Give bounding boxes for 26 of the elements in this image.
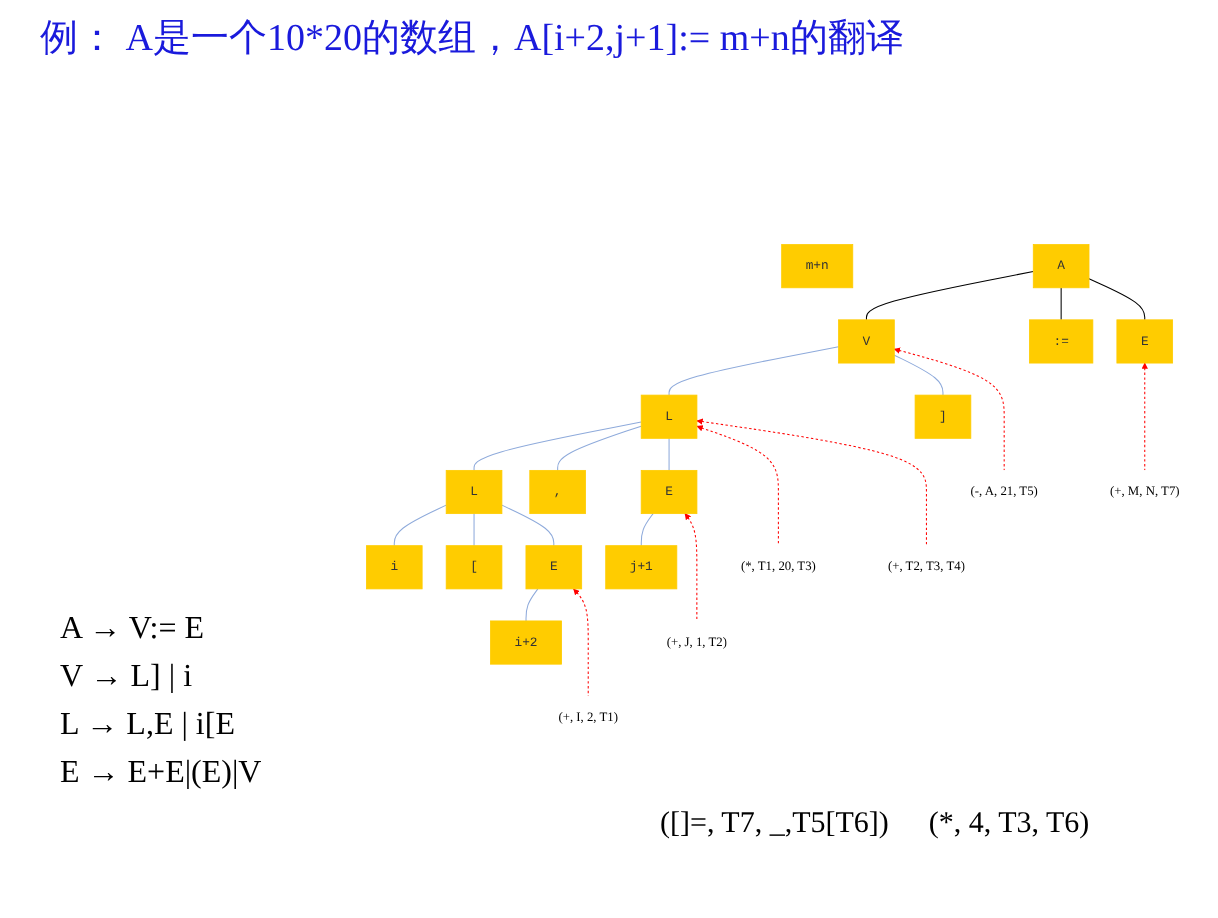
arrow <box>1141 362 1148 471</box>
connector <box>668 346 840 396</box>
connector <box>1088 278 1146 321</box>
connector <box>865 271 1034 321</box>
arrow <box>696 425 779 547</box>
grammar-rule: A → V:= E <box>60 612 206 648</box>
connector <box>557 425 642 471</box>
grammar-rule: L → L,E | i[E <box>60 708 237 744</box>
connector <box>640 513 654 547</box>
connector <box>393 504 447 547</box>
connector <box>501 504 555 547</box>
title: 例： A是一个10*20的数组，A[i+2,j+1]:= m+n的翻译 <box>40 16 904 64</box>
connector <box>668 437 670 471</box>
grammar-rule: E → E+E|(E)|V <box>60 756 264 792</box>
quadruple-text: ([]=, T7, _,T5[T6]) <box>660 808 889 842</box>
arrow <box>893 347 1005 471</box>
connector <box>473 421 642 471</box>
quadruple-text: (*, 4, T3, T6) <box>928 808 1090 842</box>
grammar-rule: V → L] | i <box>60 660 195 696</box>
arrow <box>573 588 589 697</box>
arrow <box>696 418 927 547</box>
connector <box>473 513 475 547</box>
connector <box>1060 287 1062 321</box>
arrow <box>684 513 698 622</box>
connector <box>893 354 944 396</box>
connector <box>525 588 539 622</box>
